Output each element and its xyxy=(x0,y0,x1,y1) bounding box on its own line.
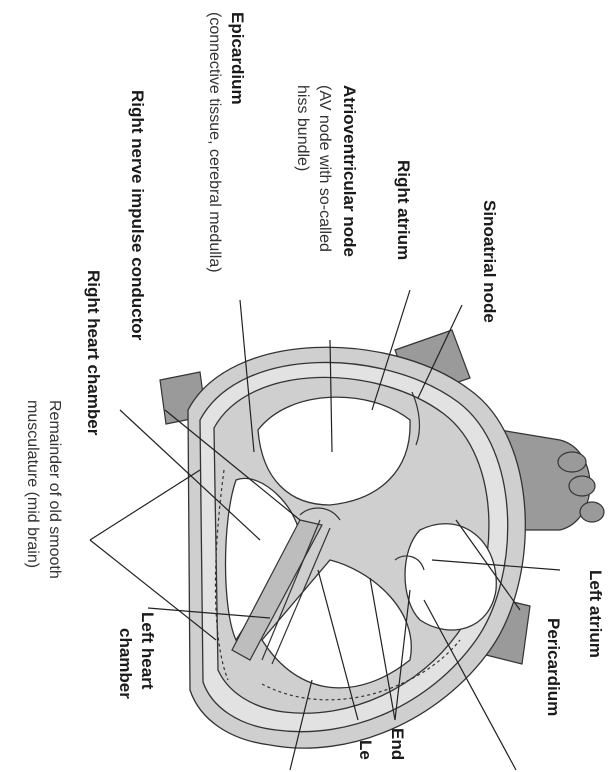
label-right-chamber: Right heart chamber xyxy=(84,270,103,436)
label-right-nerve: Right nerve impulse conductor xyxy=(128,90,147,341)
label-left-partial: Le xyxy=(356,740,375,760)
label-av-node: Atrioventricular node xyxy=(340,85,359,257)
label-left-atrium: Left atrium xyxy=(586,570,605,658)
label-right-atrium: Right atrium xyxy=(394,160,413,260)
label-remainder-2: musculature (mid brain) xyxy=(24,400,41,568)
label-av-note-1: (AV node with so-called xyxy=(316,85,333,252)
heart-walls xyxy=(188,347,525,748)
label-sinoatrial-node: Sinoatrial node xyxy=(480,200,499,323)
label-av-note-2: hiss bundle) xyxy=(294,85,311,171)
label-remainder-1: Remainder of old smooth xyxy=(46,400,63,579)
aorta-branch-3 xyxy=(580,502,604,522)
label-endocardium-partial: End xyxy=(388,728,407,760)
aorta-branch-2 xyxy=(569,476,595,496)
label-epicardium-note: (connective tissue, cerebral medulla) xyxy=(206,12,223,273)
aorta-branch-1 xyxy=(558,452,586,472)
label-pericardium: Pericardium xyxy=(544,618,563,716)
label-epicardium: Epicardium xyxy=(228,12,247,105)
label-left-chamber-1: Left heart xyxy=(138,612,157,690)
label-left-chamber-2: chamber xyxy=(116,628,135,699)
